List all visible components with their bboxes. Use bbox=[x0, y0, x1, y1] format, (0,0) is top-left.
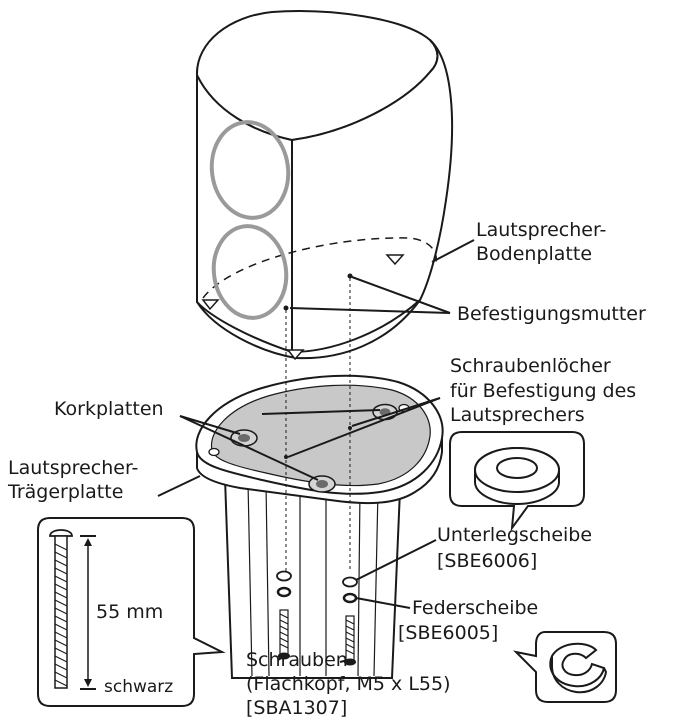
label-cork-pads: Korkplatten bbox=[54, 398, 164, 420]
alignment-lines bbox=[285, 278, 351, 572]
washer bbox=[276, 570, 292, 582]
driver-ring-lower bbox=[211, 224, 289, 320]
screw-length-callout bbox=[37, 517, 226, 707]
driver-ring-upper bbox=[209, 120, 291, 220]
label-mounting-nut: Befestigungsmutter bbox=[457, 303, 646, 325]
speaker-foot bbox=[201, 299, 220, 311]
label-screws-2: (Flachkopf, M5 x L55) bbox=[246, 673, 451, 695]
label-screw-holes-2: für Befestigung des bbox=[450, 380, 636, 402]
leader-lines bbox=[157, 239, 475, 663]
label-spring-washer-2: [SBE6005] bbox=[398, 622, 498, 644]
label-bottom-plate-1: Lautsprecher- bbox=[476, 219, 606, 241]
spring-washer bbox=[342, 592, 358, 604]
label-spring-washer-1: Federscheibe bbox=[412, 597, 538, 619]
label-screws-3: [SBA1307] bbox=[246, 697, 347, 719]
label-screw-length: 55 mm bbox=[96, 601, 163, 623]
label-stand-plate-2: Trägerplatte bbox=[7, 481, 123, 503]
spring-washer-callout bbox=[512, 631, 617, 703]
stand-plate bbox=[195, 374, 444, 505]
speaker-foot bbox=[286, 349, 305, 361]
speaker-foot bbox=[385, 254, 405, 266]
washer bbox=[342, 576, 358, 588]
label-washer-2: [SBE6006] bbox=[437, 550, 537, 572]
label-screw-holes-3: Lautsprechers bbox=[450, 404, 585, 426]
label-washer-1: Unterlegscheibe bbox=[437, 524, 592, 546]
label-stand-plate-1: Lautsprecher- bbox=[8, 457, 138, 479]
label-bottom-plate-2: Bodenplatte bbox=[476, 243, 592, 265]
washer-callout bbox=[449, 431, 585, 532]
screw bbox=[344, 615, 356, 666]
speaker-cabinet bbox=[195, 10, 454, 361]
hardware-right bbox=[342, 576, 358, 666]
stand-pillars bbox=[224, 477, 401, 679]
label-screws-1: Schrauben bbox=[246, 649, 348, 671]
labels: Lautsprecher- Bodenplatte Befestigungsmu… bbox=[7, 219, 646, 719]
spring-washer bbox=[276, 586, 292, 598]
mounting-nut bbox=[283, 305, 289, 311]
label-screw-color: schwarz bbox=[104, 677, 173, 697]
label-screw-holes-1: Schraubenlöcher bbox=[450, 355, 611, 377]
mounting-nut bbox=[347, 273, 353, 279]
cork-pad bbox=[308, 475, 336, 493]
